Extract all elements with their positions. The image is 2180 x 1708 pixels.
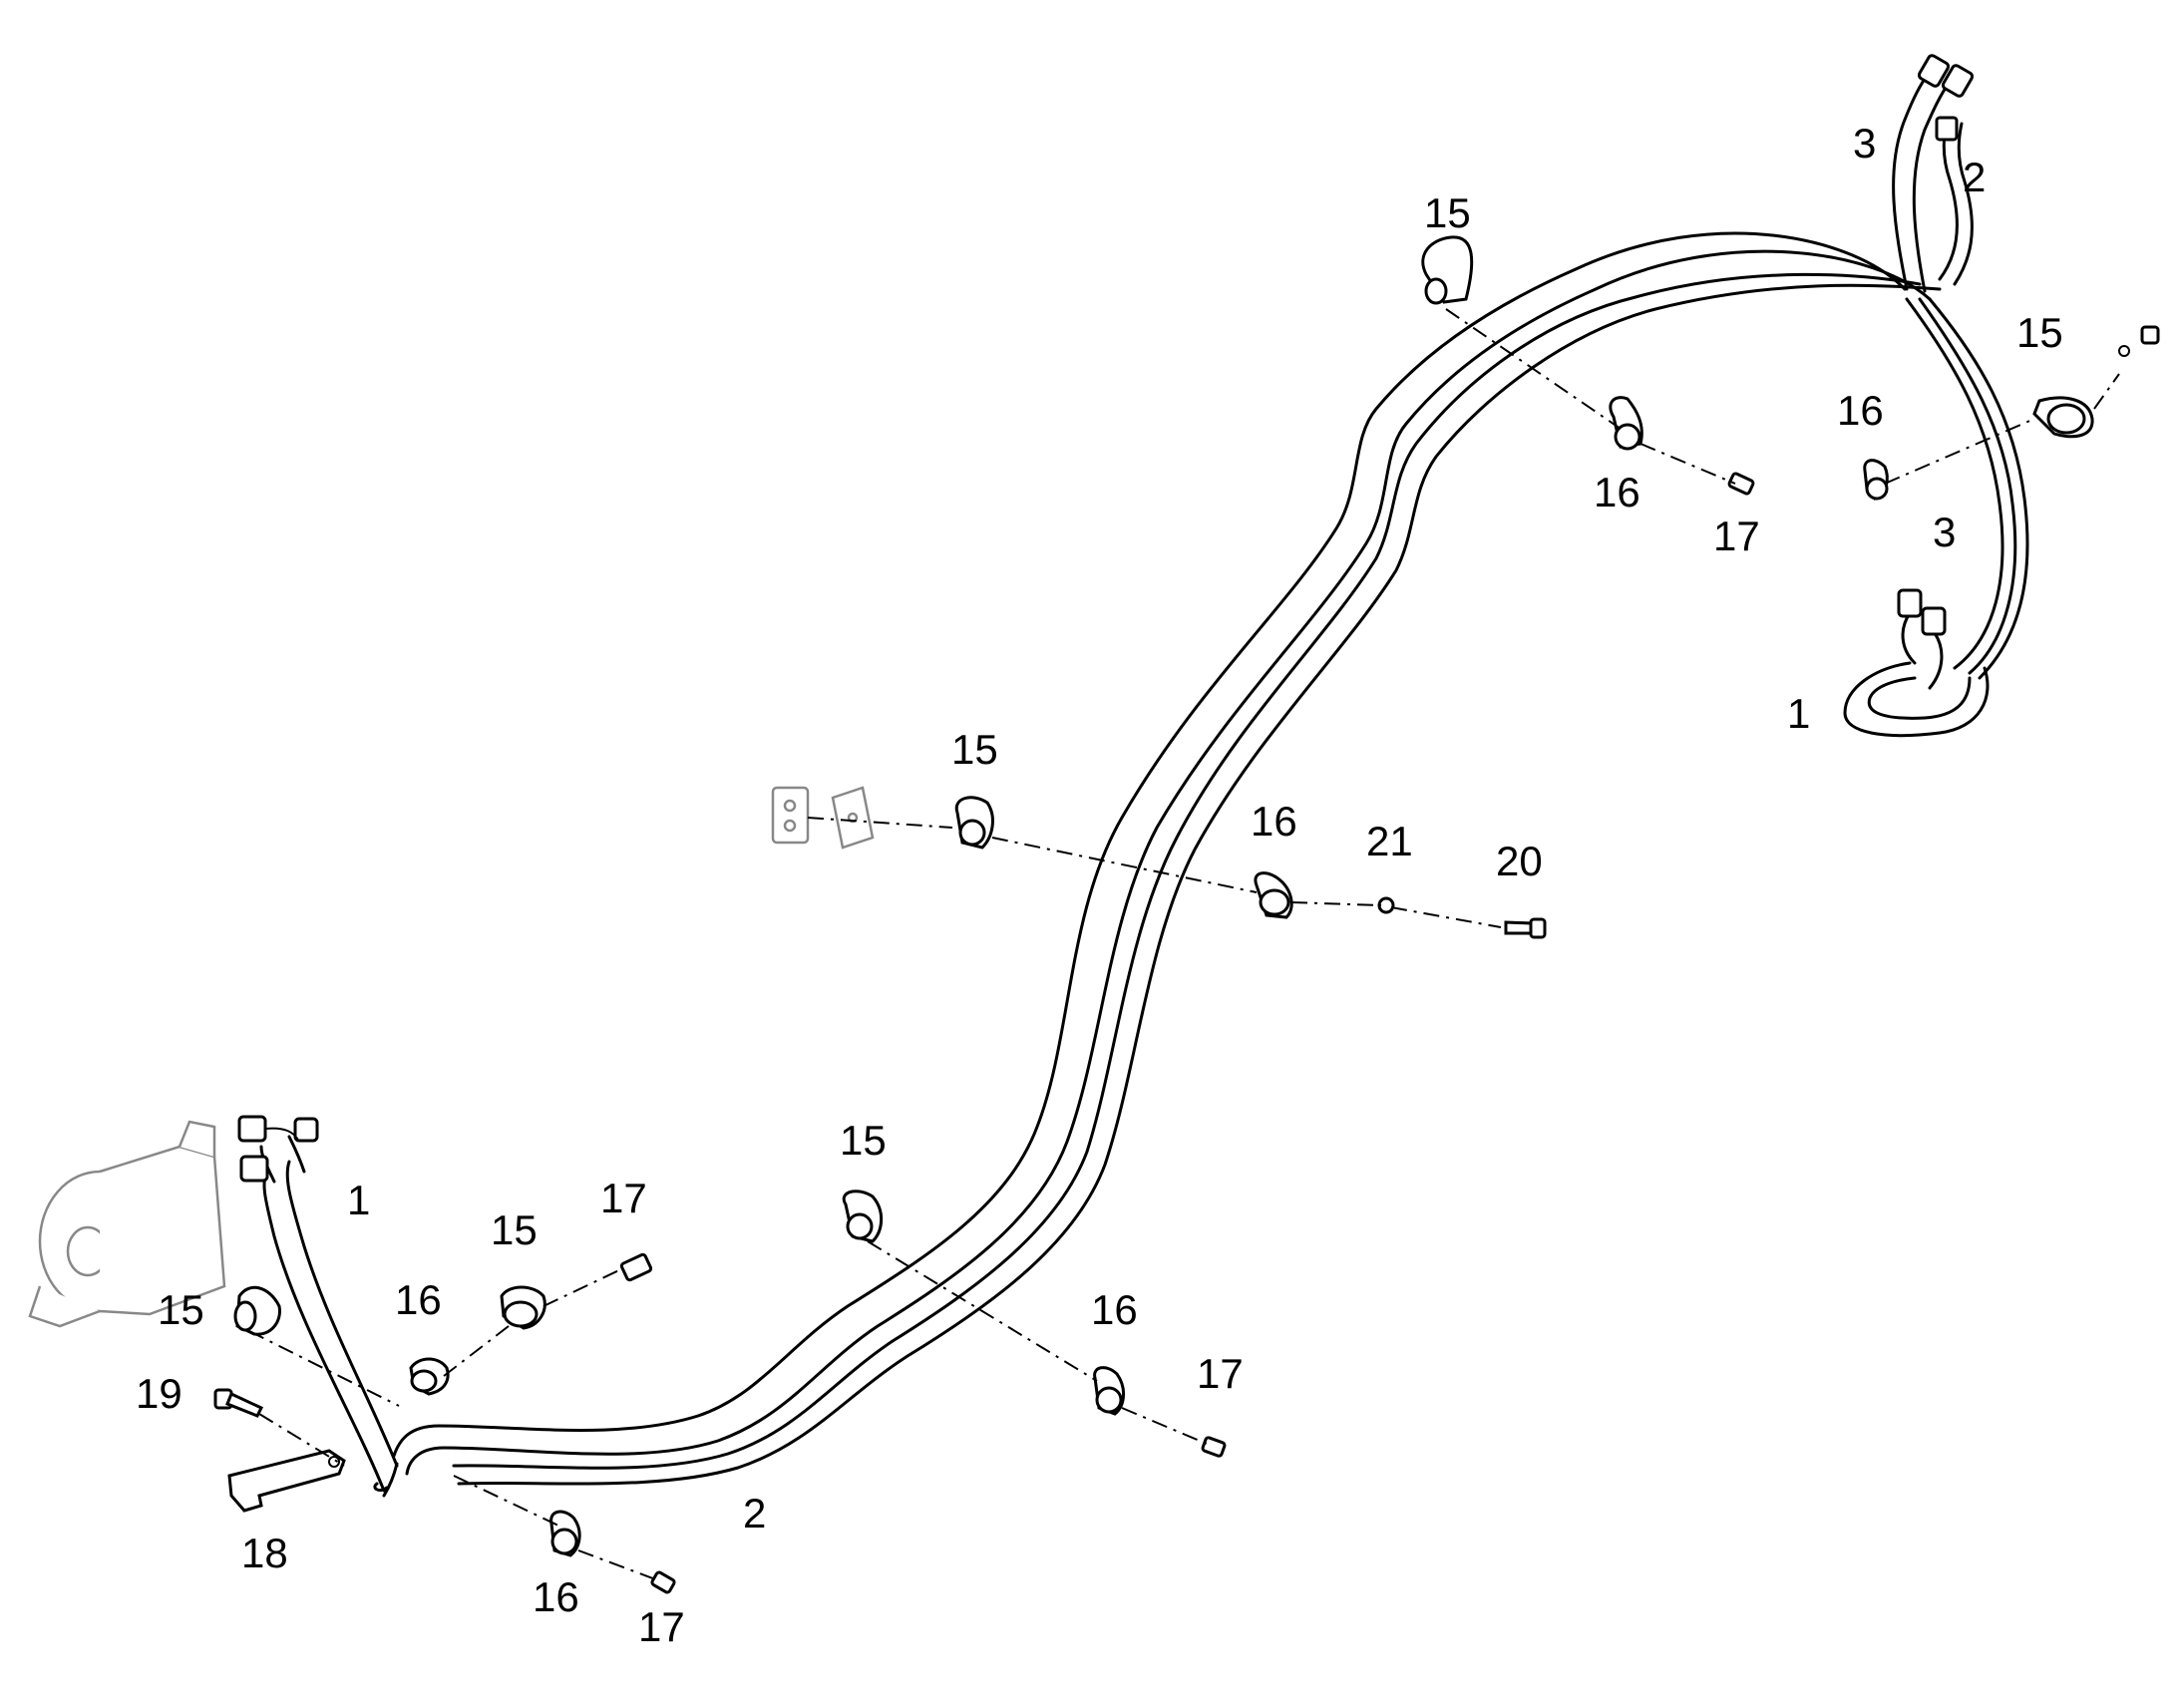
callout-17-b: 17	[600, 1175, 647, 1221]
clamp-16-bottom	[549, 1510, 581, 1557]
callout-1-b: 1	[347, 1177, 370, 1223]
callout-19: 19	[136, 1370, 182, 1417]
callout-17-d: 17	[638, 1603, 685, 1650]
callout-16-f: 16	[533, 1573, 579, 1620]
callout-15-a: 15	[1424, 189, 1471, 236]
washer-21	[1377, 896, 1395, 914]
hose-bundle	[382, 231, 1942, 1498]
callout-18: 18	[241, 1530, 288, 1576]
callout-21: 21	[1366, 818, 1413, 864]
clamp-16-middle	[1254, 871, 1293, 919]
callout-2-a: 2	[1963, 154, 1986, 200]
hoses-left-rise	[237, 1115, 399, 1493]
clamp-15-lower	[500, 1285, 546, 1330]
callout-15-b: 15	[2016, 309, 2063, 356]
screw-17-lower	[619, 1252, 653, 1282]
callout-15-e: 15	[491, 1206, 538, 1253]
callout-16-d: 16	[395, 1276, 442, 1323]
callout-3-a: 3	[1853, 120, 1876, 167]
callout-15-c: 15	[951, 726, 998, 773]
clamp-16-lower	[409, 1357, 450, 1396]
callout-17-c: 17	[1197, 1350, 1244, 1397]
screw-17-top	[1727, 472, 1755, 496]
hoses-right-loop	[1843, 297, 2029, 738]
callout-15-d: 15	[840, 1117, 887, 1164]
clamp-15-center	[842, 1190, 884, 1243]
callout-16-e: 16	[1091, 1286, 1138, 1333]
callout-1-a: 1	[1787, 690, 1810, 737]
clamp-15-right	[2032, 396, 2094, 439]
clamp-15-top	[1421, 235, 1474, 305]
callout-17-a: 17	[1713, 512, 1760, 559]
clamp-16-center	[1093, 1366, 1125, 1416]
bracket-18	[227, 1449, 346, 1513]
clamp-16-top	[1609, 396, 1643, 451]
bolt-20	[1504, 917, 1547, 939]
callout-20: 20	[1496, 838, 1543, 884]
callout-3-b: 3	[1933, 509, 1956, 555]
bolt-19	[213, 1388, 264, 1418]
callouts: 15 3 2 15 16 16 17 3 1 15 16 21 20 15 1 …	[136, 120, 2063, 1650]
clamp-16-right	[1863, 459, 1889, 501]
washer-right	[2118, 325, 2160, 357]
compressor	[28, 1120, 226, 1328]
screw-17-center	[1201, 1436, 1227, 1458]
callout-16-c: 16	[1251, 798, 1297, 845]
leader-lines	[248, 308, 2120, 1581]
callout-2-b: 2	[743, 1490, 766, 1537]
callout-16-a: 16	[1837, 387, 1884, 434]
callout-16-b: 16	[1594, 469, 1640, 515]
clip-block	[771, 786, 875, 850]
hoses-top-right	[1892, 54, 1975, 293]
screw-17-bottom	[650, 1570, 676, 1594]
callout-15-f: 15	[158, 1286, 204, 1333]
clamp-15-middle	[954, 796, 994, 850]
clamp-15-left	[233, 1285, 281, 1336]
